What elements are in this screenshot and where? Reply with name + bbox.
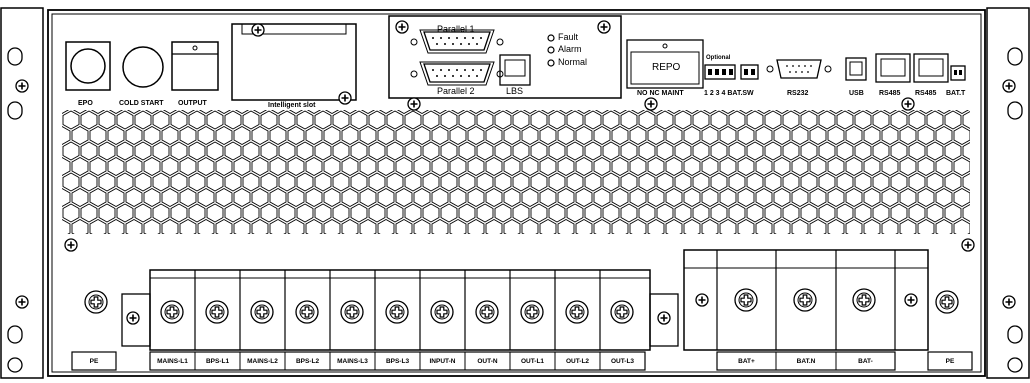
terminal-label-mains-l3: MAINS-L3 bbox=[337, 357, 368, 365]
terminal-label-out-l1: OUT-L1 bbox=[520, 357, 545, 365]
terminal-label-out-l3: OUT-L3 bbox=[610, 357, 635, 365]
usb-label: USB bbox=[849, 90, 864, 97]
dry-contact-pins-label: 1 2 3 4 BAT.SW bbox=[704, 90, 754, 97]
rs485-2-label: RS485 bbox=[915, 90, 937, 97]
terminal-label-bat-minus: BAT- bbox=[858, 357, 873, 365]
pe-right-label: PE bbox=[945, 357, 955, 365]
terminal-label-bps-l2: BPS-L2 bbox=[295, 357, 320, 365]
bat-t-label: BAT.T bbox=[946, 90, 966, 97]
optional-label: Optional bbox=[706, 55, 731, 61]
led-normal-label: Normal bbox=[558, 57, 588, 67]
cold-start-label: COLD START bbox=[119, 100, 164, 107]
epo-label: EPO bbox=[78, 100, 93, 107]
rs485-1-label: RS485 bbox=[879, 90, 901, 97]
terminal-label-bps-l1: BPS-L1 bbox=[205, 357, 230, 365]
parallel-2-label: Parallel 2 bbox=[437, 86, 475, 96]
parallel-1-label: Parallel 1 bbox=[437, 24, 475, 34]
lbs-label: LBS bbox=[506, 86, 524, 96]
pe-left-label: PE bbox=[89, 357, 99, 365]
intelligent-slot-label: Intelligent slot bbox=[268, 102, 316, 109]
repo-label: REPO bbox=[652, 62, 681, 73]
terminal-label-bat-plus: BAT+ bbox=[738, 357, 755, 365]
led-alarm-label: Alarm bbox=[558, 44, 582, 54]
rs232-label: RS232 bbox=[787, 90, 809, 97]
terminal-label-out-l2: OUT-L2 bbox=[565, 357, 590, 365]
terminal-label-input-n: INPUT-N bbox=[429, 357, 456, 365]
terminal-label-bps-l3: BPS-L3 bbox=[385, 357, 410, 365]
output-label: OUTPUT bbox=[178, 100, 207, 107]
terminal-label-out-n: OUT-N bbox=[477, 357, 498, 365]
terminal-label-mains-l2: MAINS-L2 bbox=[247, 357, 278, 365]
repo-contacts-label: NO NC MAINT bbox=[637, 90, 684, 97]
led-fault-label: Fault bbox=[558, 32, 579, 42]
terminal-label-bat-n: BAT.N bbox=[796, 357, 816, 365]
terminal-label-mains-l1: MAINS-L1 bbox=[157, 357, 188, 365]
